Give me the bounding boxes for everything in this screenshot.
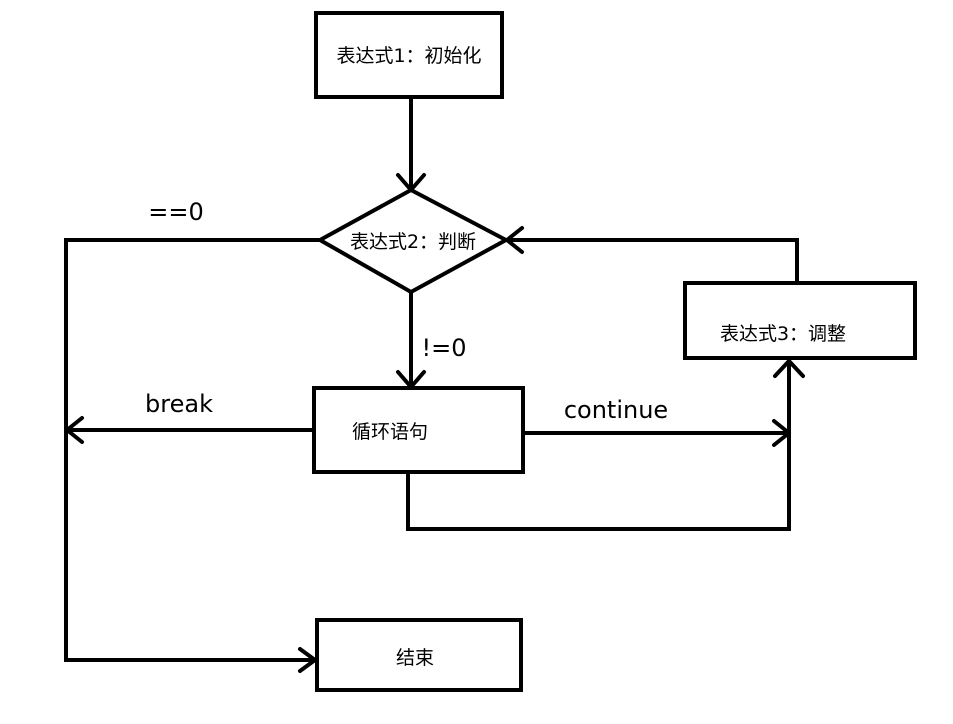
body-label: 循环语句 [352,421,428,443]
end-box [315,618,523,692]
condition-diamond [315,187,511,295]
condition-label: 表达式2：判断 [350,231,476,253]
connectors [64,96,805,673]
node-end: 结束 [315,618,523,692]
arrowhead-break [65,416,84,444]
edge-condition-to-end [64,238,322,662]
body-box [312,386,525,474]
edge-adjust-to-condition [504,238,799,284]
end-label: 结束 [396,647,434,669]
arrowhead-adjust-bottom [773,359,805,378]
edge-body-to-adjust [406,358,791,531]
init-label: 表达式1：初始化 [336,45,481,67]
adjust-label: 表达式3：调整 [720,323,846,345]
init-box [314,11,504,99]
node-condition: 表达式2：判断 [315,187,511,295]
node-init: 表达式1：初始化 [314,11,504,99]
edge-label-nonzero: !=0 [422,334,467,362]
node-adjust: 表达式3：调整 [683,281,917,360]
adjust-box [683,281,917,360]
edge-label-break: break [145,390,213,418]
edge-label-zero: ==0 [148,198,204,226]
node-body: 循环语句 [312,386,525,474]
edge-label-continue: continue [564,396,668,424]
